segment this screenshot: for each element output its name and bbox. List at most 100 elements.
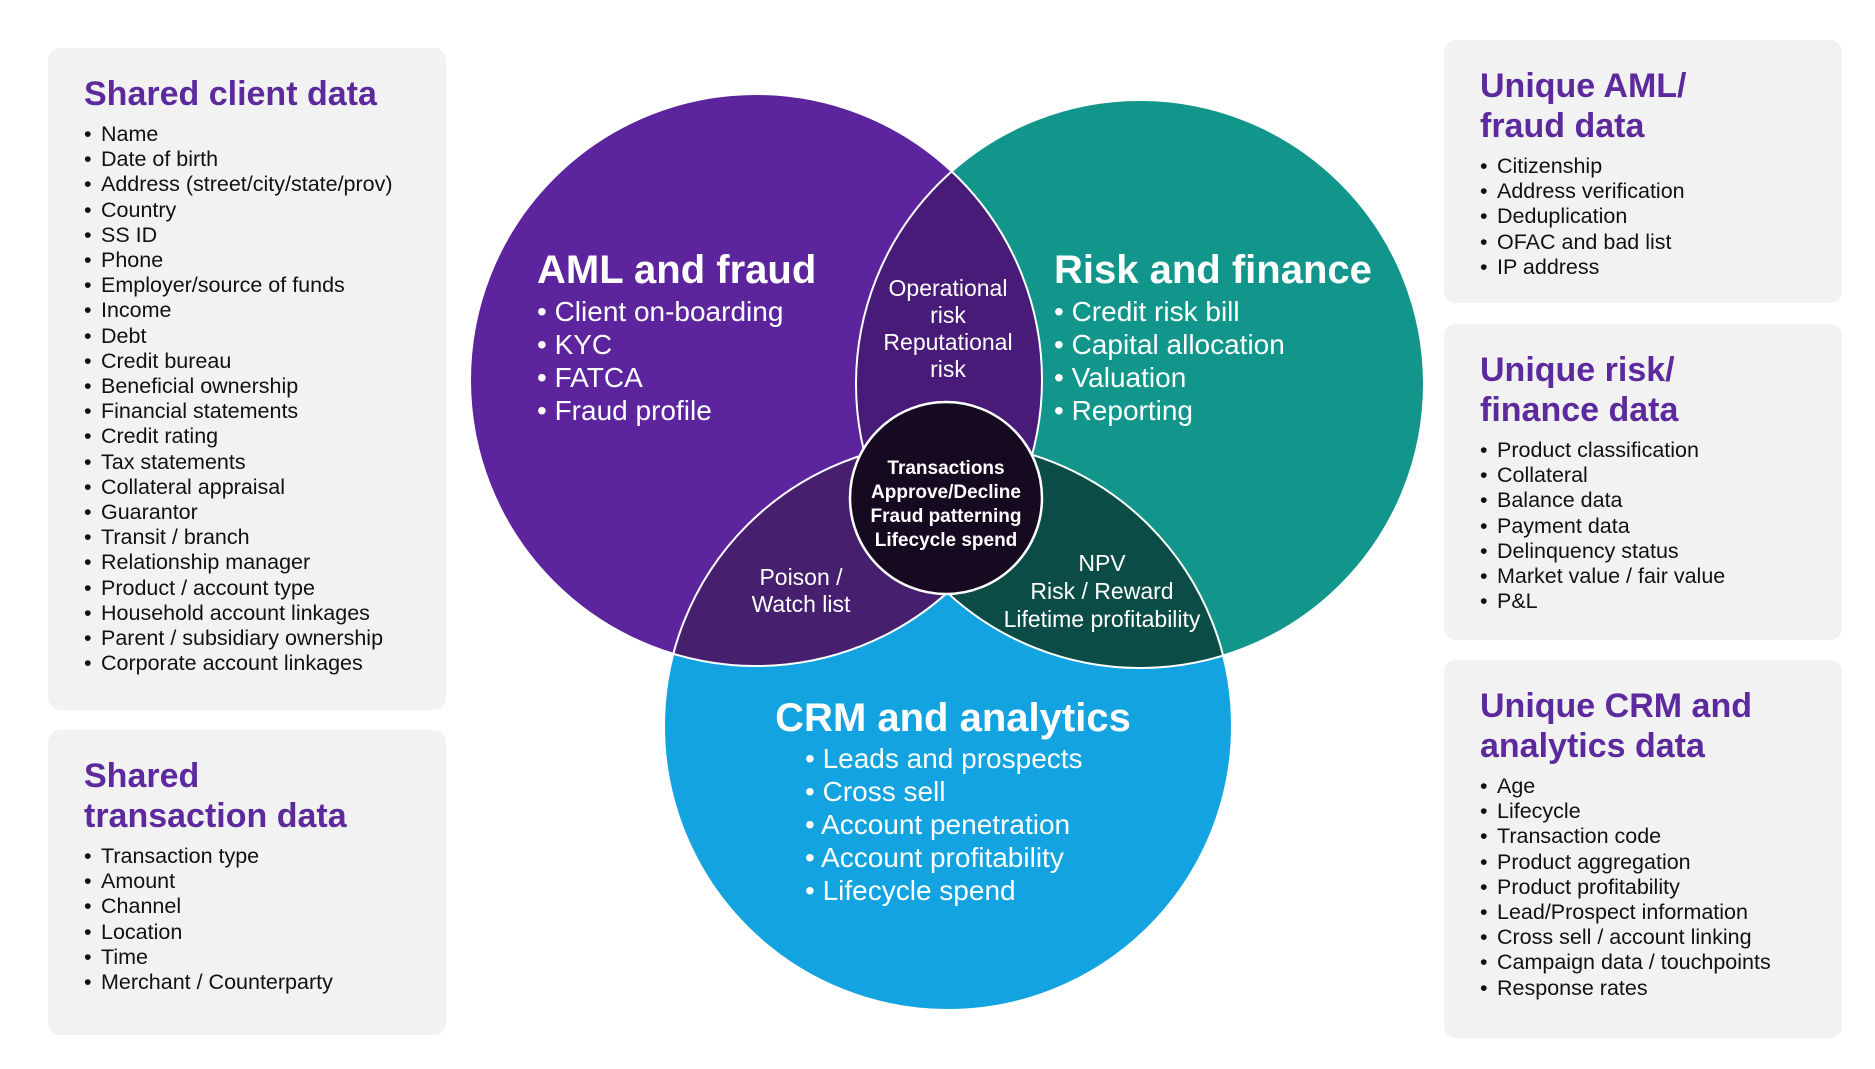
panel-title-line: fraud data bbox=[1480, 107, 1645, 145]
list-item: Tax statements bbox=[84, 450, 410, 475]
list-item: Transit / branch bbox=[84, 525, 410, 550]
panel-title: Unique AML/ fraud data bbox=[1480, 66, 1806, 146]
overlap-risk-crm-line: Lifetime profitability bbox=[1004, 606, 1201, 632]
list-item: Guarantor bbox=[84, 500, 410, 525]
panel-title-line: Unique CRM and bbox=[1480, 687, 1752, 725]
list-item: Date of birth bbox=[84, 147, 410, 172]
crm-analytics-item: • Account penetration bbox=[805, 809, 1070, 840]
aml-crm-overlap bbox=[664, 442, 1042, 666]
list-item: Product classification bbox=[1480, 438, 1806, 463]
panel-title: Shared client data bbox=[84, 75, 377, 113]
overlap-aml-risk-line: risk bbox=[930, 302, 966, 328]
list-item: P&L bbox=[1480, 589, 1806, 614]
list-item: Name bbox=[84, 122, 410, 147]
list-item: Address verification bbox=[1480, 179, 1806, 204]
aml-fraud-outline bbox=[469, 93, 1043, 667]
crm-analytics-item: • Lifecycle spend bbox=[805, 875, 1016, 906]
list-item: Relationship manager bbox=[84, 550, 410, 575]
center-line: Lifecycle spend bbox=[875, 530, 1018, 551]
overlap-risk-crm-line: Risk / Reward bbox=[1030, 578, 1173, 604]
unique-crm-analytics-data-panel: Unique CRM and analytics data AgeLifecyc… bbox=[1444, 660, 1842, 1038]
list-item: Address (street/city/state/prov) bbox=[84, 172, 410, 197]
unique-aml-list: CitizenshipAddress verificationDeduplica… bbox=[1480, 154, 1806, 280]
aml-fraud-item: • Fraud profile bbox=[537, 395, 712, 426]
list-item: SS ID bbox=[84, 223, 410, 248]
risk-finance-item: • Credit risk bill bbox=[1054, 296, 1240, 327]
list-item: Collateral appraisal bbox=[84, 475, 410, 500]
overlap-aml-risk-line: risk bbox=[930, 356, 966, 382]
list-item: Amount bbox=[84, 869, 410, 894]
list-item: Beneficial ownership bbox=[84, 374, 410, 399]
list-item: Product / account type bbox=[84, 576, 410, 601]
list-item: Time bbox=[84, 945, 410, 970]
risk-finance-item: • Valuation bbox=[1054, 362, 1186, 393]
list-item: Age bbox=[1480, 774, 1806, 799]
list-item: Cross sell / account linking bbox=[1480, 925, 1806, 950]
list-item: Campaign data / touchpoints bbox=[1480, 950, 1806, 975]
list-item: Phone bbox=[84, 248, 410, 273]
list-item: Financial statements bbox=[84, 399, 410, 424]
risk-finance-outline bbox=[855, 99, 1425, 669]
panel-title-line: Shared bbox=[84, 757, 200, 795]
crm-analytics-title: CRM and analytics bbox=[775, 696, 1131, 740]
list-item: Lifecycle bbox=[1480, 799, 1806, 824]
list-item: Household account linkages bbox=[84, 601, 410, 626]
shared-client-list: NameDate of birthAddress (street/city/st… bbox=[84, 122, 410, 677]
panel-title: Unique risk/ finance data bbox=[1480, 350, 1806, 430]
list-item: IP address bbox=[1480, 255, 1806, 280]
list-item: Credit rating bbox=[84, 424, 410, 449]
aml-fraud-item: • FATCA bbox=[537, 362, 643, 393]
list-item: Parent / subsidiary ownership bbox=[84, 626, 410, 651]
list-item: Channel bbox=[84, 894, 410, 919]
list-item: Lead/Prospect information bbox=[1480, 900, 1806, 925]
unique-crm-list: AgeLifecycleTransaction codeProduct aggr… bbox=[1480, 774, 1806, 1001]
list-item: Transaction type bbox=[84, 844, 410, 869]
crm-analytics-item: • Leads and prospects bbox=[805, 743, 1083, 774]
overlap-risk-crm-line: NPV bbox=[1078, 550, 1126, 576]
list-item: Collateral bbox=[1480, 463, 1806, 488]
list-item: Market value / fair value bbox=[1480, 564, 1806, 589]
list-item: OFAC and bad list bbox=[1480, 230, 1806, 255]
list-item: Deduplication bbox=[1480, 204, 1806, 229]
risk-finance-item: • Capital allocation bbox=[1054, 329, 1285, 360]
overlap-aml-risk-line: Operational bbox=[889, 275, 1008, 301]
shared-client-data-panel: Shared client data NameDate of birthAddr… bbox=[48, 48, 446, 710]
aml-fraud-item: • Client on-boarding bbox=[537, 296, 783, 327]
list-item: Credit bureau bbox=[84, 349, 410, 374]
panel-title-line: Unique AML/ bbox=[1480, 67, 1687, 105]
list-item: Product profitability bbox=[1480, 875, 1806, 900]
overlap-aml-risk-line: Reputational bbox=[883, 329, 1012, 355]
panel-title-line: analytics data bbox=[1480, 727, 1705, 765]
shared-transaction-list: Transaction typeAmountChannelLocationTim… bbox=[84, 844, 410, 995]
list-item: Product aggregation bbox=[1480, 850, 1806, 875]
list-item: Merchant / Counterparty bbox=[84, 970, 410, 995]
list-item: Debt bbox=[84, 324, 410, 349]
list-item: Transaction code bbox=[1480, 824, 1806, 849]
list-item: Country bbox=[84, 198, 410, 223]
center-line: Approve/Decline bbox=[871, 482, 1021, 503]
center-line: Fraud patterning bbox=[871, 506, 1022, 527]
list-item: Citizenship bbox=[1480, 154, 1806, 179]
risk-finance-item: • Reporting bbox=[1054, 395, 1193, 426]
crm-analytics-item: • Cross sell bbox=[805, 776, 946, 807]
risk-finance-title: Risk and finance bbox=[1054, 248, 1372, 292]
list-item: Payment data bbox=[1480, 514, 1806, 539]
panel-title-line: Unique risk/ bbox=[1480, 351, 1675, 389]
unique-aml-fraud-data-panel: Unique AML/ fraud data CitizenshipAddres… bbox=[1444, 40, 1842, 303]
panel-title: Shared transaction data bbox=[84, 756, 410, 836]
crm-analytics-item: • Account profitability bbox=[805, 842, 1064, 873]
overlap-aml-crm-line: Watch list bbox=[752, 591, 851, 617]
aml-fraud-title: AML and fraud bbox=[537, 248, 816, 292]
list-item: Employer/source of funds bbox=[84, 273, 410, 298]
unique-risk-list: Product classificationCollateralBalance … bbox=[1480, 438, 1806, 615]
list-item: Income bbox=[84, 298, 410, 323]
unique-risk-finance-data-panel: Unique risk/ finance data Product classi… bbox=[1444, 324, 1842, 640]
panel-title-line: transaction data bbox=[84, 797, 347, 835]
list-item: Corporate account linkages bbox=[84, 651, 410, 676]
aml-fraud-item: • KYC bbox=[537, 329, 612, 360]
panel-title-line: finance data bbox=[1480, 391, 1679, 429]
center-core bbox=[848, 400, 1044, 596]
center-line: Transactions bbox=[887, 458, 1004, 479]
overlap-aml-crm-line: Poison / bbox=[759, 564, 843, 590]
